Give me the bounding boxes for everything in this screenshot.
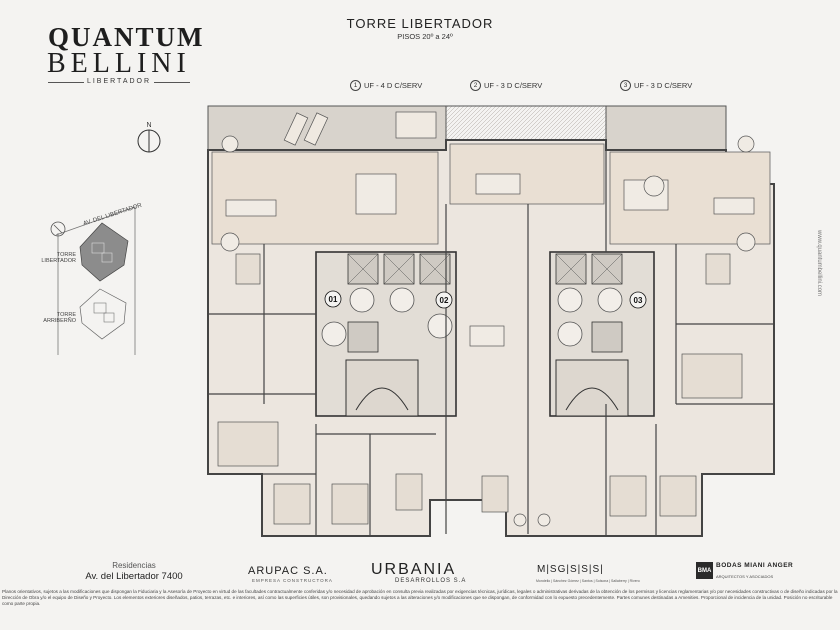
unit-label-text: UF - 3 D C/SERV: [634, 81, 693, 90]
unit-label-text: UF - 4 D C/SERV: [364, 81, 423, 90]
plan-tag-03: 03: [634, 296, 643, 305]
urbania-logo: URBANIA: [371, 561, 457, 578]
arupac-logo: ARUPAC S.A.: [248, 565, 328, 577]
bma-logo-mark: BMA: [696, 562, 713, 579]
site-tower-2-label: TORRE ARRIBERÑO: [43, 312, 76, 324]
legal-disclaimer: Planos orientativos, sujetos a las modif…: [2, 589, 838, 607]
unit-label-text: UF - 3 D C/SERV: [484, 81, 543, 90]
unit-label-3: 3 UF - 3 D C/SERV: [620, 80, 692, 91]
bma-subtitle: ARQUITECTOS Y ASOCIADOS: [716, 574, 774, 579]
residences-label: Residencias: [112, 561, 156, 570]
msg-subtitle: Mondello | Sánchez Gómez | Santos | Sols…: [536, 579, 640, 583]
unit-number-badge: 3: [620, 80, 631, 91]
unit-number-badge: 1: [350, 80, 361, 91]
floors-subtitle: PISOS 20º a 24º: [397, 32, 453, 41]
urbania-subtitle: DESARROLLOS S.A: [395, 578, 467, 584]
north-compass-icon: N: [137, 122, 161, 153]
brand-name-line2: BELLINI: [47, 48, 191, 79]
unit-number-badge: 2: [470, 80, 481, 91]
side-url: www.quantumbellini.com: [816, 230, 822, 297]
residences-address: Av. del Libertador 7400: [85, 571, 183, 582]
unit-label-2: 2 UF - 3 D C/SERV: [470, 80, 542, 91]
site-tower-1-label: TORRE LIBERTADOR: [41, 252, 76, 264]
arupac-subtitle: EMPRESA CONSTRUCTORA: [252, 578, 333, 583]
tower-title: TORRE LIBERTADOR: [346, 16, 494, 31]
brand-divider-right: [154, 82, 190, 83]
bma-name: BODAS MIANI ANGER: [716, 562, 794, 569]
site-plan-diagram: [50, 206, 136, 355]
floor-plan-drawing: 01 02 03: [207, 105, 775, 537]
brand-divider-left: [48, 82, 84, 83]
plan-tag-01: 01: [329, 295, 338, 304]
compass-label: N: [146, 122, 151, 129]
msg-logo: M|SG|S|S|S|: [537, 564, 604, 575]
plan-tag-02: 02: [440, 296, 449, 305]
brand-name-line3: LIBERTADOR: [86, 78, 152, 85]
unit-label-1: 1 UF - 4 D C/SERV: [350, 80, 422, 91]
brand-name-line1: QUANTUM: [48, 22, 205, 52]
